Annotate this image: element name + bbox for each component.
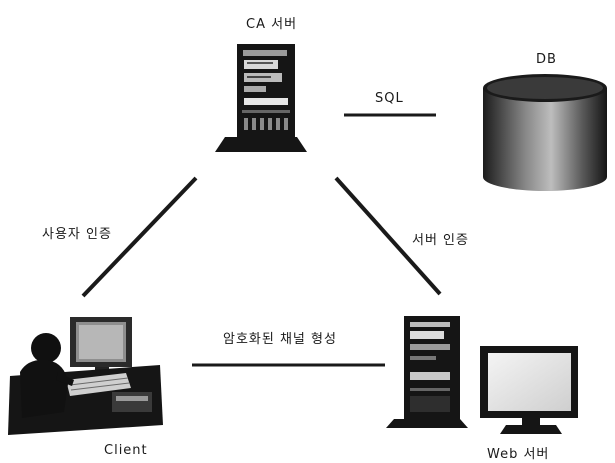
encrypted-channel-label: 암호화된 채널 형성 [223, 332, 337, 347]
client-workstation-icon [8, 317, 163, 435]
database-icon [483, 74, 607, 191]
sql-label: SQL [375, 91, 404, 106]
ca-server-label: CA 서버 [246, 17, 298, 32]
ca-server-icon [215, 44, 307, 152]
db-label: DB [536, 52, 557, 67]
web-server-icon [386, 316, 578, 434]
user-auth-connection-line [81, 176, 198, 298]
server-auth-connection-line [334, 176, 442, 296]
client-label: Client [104, 443, 148, 458]
web-server-label: Web 서버 [487, 447, 550, 462]
user-auth-label: 사용자 인증 [42, 227, 112, 242]
server-auth-label: 서버 인증 [412, 233, 469, 248]
